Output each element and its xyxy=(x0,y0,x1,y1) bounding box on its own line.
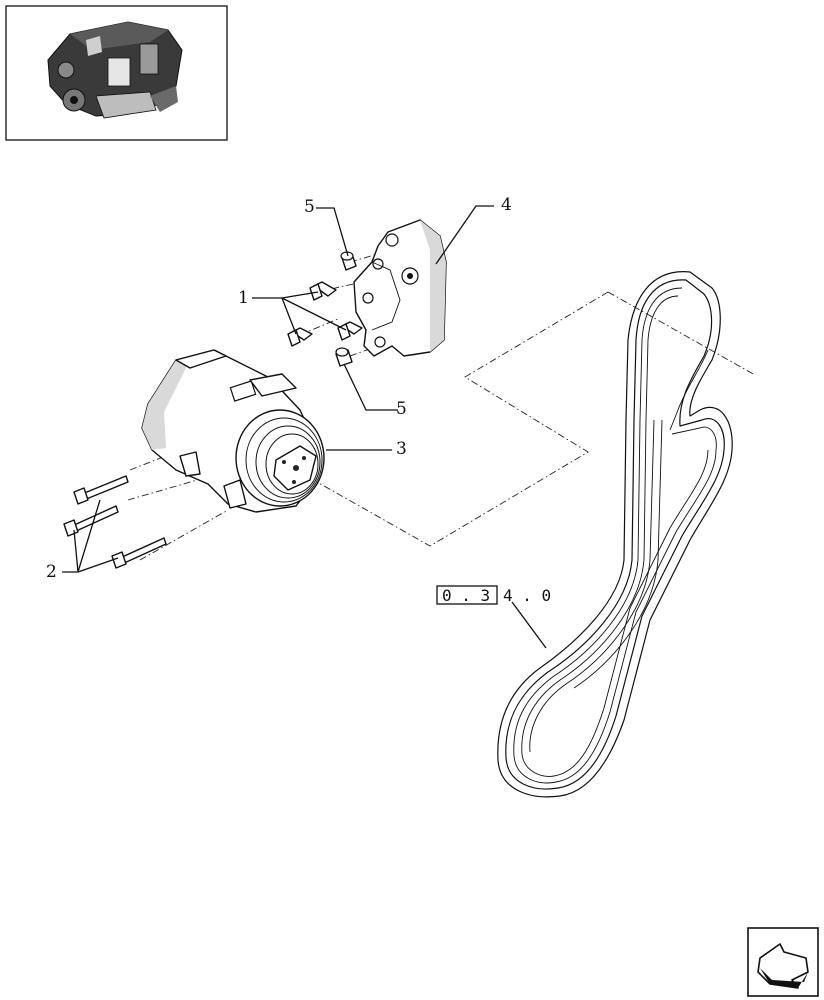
bracket-bolt-middle[interactable] xyxy=(337,321,363,341)
reference-suffix-text: 4 . 0 xyxy=(503,586,551,605)
spacer-bush-lower[interactable] xyxy=(335,347,353,367)
next-page-button[interactable] xyxy=(747,927,819,997)
compressor-bracket[interactable] xyxy=(353,219,447,357)
callout-5-lower[interactable]: 5 xyxy=(396,399,407,419)
drive-belt[interactable] xyxy=(497,271,733,798)
reference-boxed-text: 0 . 3 xyxy=(442,586,490,605)
ac-compressor[interactable] xyxy=(141,349,325,513)
spacer-bush-upper[interactable] xyxy=(340,251,357,271)
callout-3[interactable]: 3 xyxy=(396,439,407,459)
compressor-bolt-top[interactable] xyxy=(73,475,129,505)
callout-4[interactable]: 4 xyxy=(501,195,512,215)
bracket-bolt-lower[interactable] xyxy=(287,327,313,347)
bracket-bolt-upper[interactable] xyxy=(309,281,337,301)
callout-1[interactable]: 1 xyxy=(238,288,249,308)
compressor-bolt-bottom[interactable] xyxy=(111,537,167,569)
cross-reference[interactable]: 0 . 3 4 . 0 xyxy=(436,585,551,605)
callout-5-upper[interactable]: 5 xyxy=(304,197,315,217)
engine-thumbnail[interactable] xyxy=(5,5,228,141)
next-page-arrow-icon xyxy=(757,943,809,989)
leader-lines xyxy=(62,205,547,649)
engine-icon xyxy=(47,21,183,119)
callout-2[interactable]: 2 xyxy=(46,562,57,582)
